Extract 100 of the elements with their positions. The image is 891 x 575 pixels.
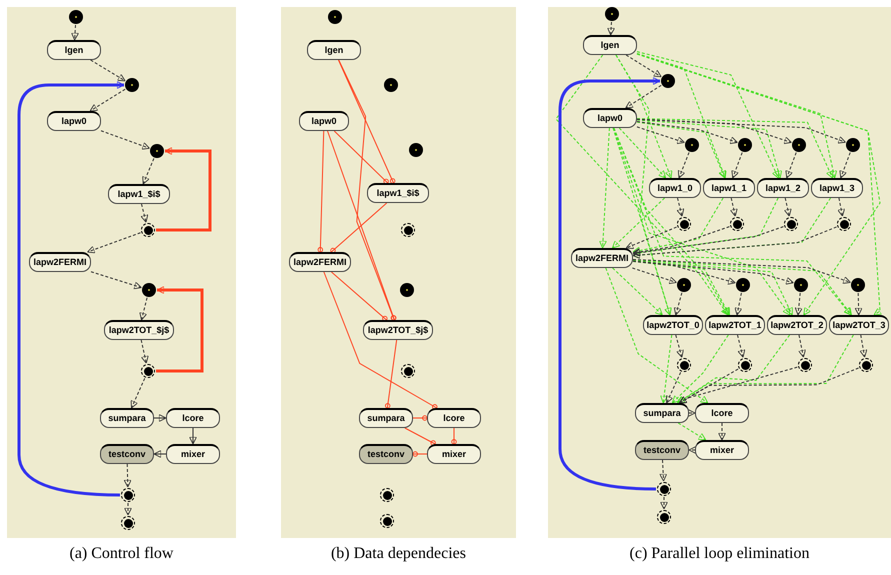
arrow — [87, 232, 141, 254]
arrow — [632, 198, 724, 254]
arrow — [71, 24, 79, 40]
arrow — [612, 198, 666, 248]
arrow — [90, 88, 126, 112]
arrow — [636, 118, 834, 178]
activity-box: lapw1_3 — [811, 178, 863, 198]
arrow — [636, 122, 726, 178]
arrow — [154, 414, 166, 422]
dependency-line — [327, 130, 396, 321]
arrow — [672, 334, 729, 404]
arrow — [156, 286, 204, 372]
arrow — [798, 334, 806, 358]
activity-box: lapw1_2 — [757, 178, 809, 198]
activity-box: lcore — [166, 408, 220, 428]
arrow — [636, 52, 726, 178]
activity-box: mixer — [166, 444, 220, 464]
arrow — [678, 367, 860, 404]
activity-box: lapw2FERMI — [29, 252, 91, 272]
arrow — [636, 51, 780, 178]
activity-box: lgen — [47, 40, 101, 60]
arrow — [618, 128, 666, 178]
arrow — [558, 77, 660, 490]
arrow — [632, 226, 784, 257]
arrow — [854, 292, 862, 316]
arrow — [18, 81, 124, 496]
arrow — [90, 271, 142, 290]
arrow — [632, 260, 794, 285]
dependency-line — [323, 272, 438, 410]
arrow — [632, 226, 730, 256]
arrow — [142, 158, 154, 184]
dependency-line — [451, 428, 457, 444]
arrow — [731, 152, 743, 178]
activity-box: testconv — [635, 440, 689, 460]
activity-box: lapw2TOT_$j$ — [363, 320, 433, 340]
arrow — [784, 198, 792, 217]
arrow — [659, 460, 668, 482]
arrow — [189, 428, 197, 444]
activity-box: lapw1_1 — [703, 178, 755, 198]
activity-box: lcore — [427, 408, 481, 428]
arrow — [154, 450, 166, 458]
arrow — [130, 378, 146, 408]
activity-box: lapw0 — [47, 111, 101, 131]
arrow — [612, 128, 790, 316]
dependency-line — [334, 130, 389, 184]
arrow — [636, 126, 685, 144]
arrow — [636, 53, 838, 178]
activity-box: sumpara — [635, 403, 689, 423]
arrow — [626, 226, 678, 249]
arrow — [678, 422, 706, 440]
arrow — [124, 502, 132, 516]
arrow — [676, 334, 790, 404]
arrow — [688, 446, 696, 454]
activity-box: lapw2TOT_0 — [643, 315, 703, 335]
activity-box: lapw0 — [299, 111, 349, 131]
arrow — [675, 334, 684, 358]
dependency-line — [330, 202, 388, 254]
arrow — [156, 147, 212, 232]
dependency-line — [338, 60, 396, 321]
activity-box: testconv — [100, 444, 154, 464]
activity-box: lapw2TOT_2 — [767, 315, 827, 335]
arrow — [785, 152, 797, 178]
arrow — [626, 54, 662, 78]
arrow — [678, 152, 690, 178]
arrow — [839, 152, 851, 178]
activity-box: lapw1_$i$ — [367, 183, 429, 203]
arrow — [599, 128, 610, 248]
dependency-line — [404, 428, 436, 446]
activity-box: lapw1_$i$ — [108, 184, 170, 204]
arrow — [676, 198, 684, 217]
arrow — [677, 334, 854, 404]
figure-caption: (a) Control flow — [68, 544, 174, 564]
arrow — [605, 268, 708, 404]
arrow — [636, 118, 846, 144]
arrow — [674, 292, 682, 316]
figure-caption: (b) Data dependecies — [330, 544, 468, 564]
arrow — [124, 464, 132, 488]
arrow — [632, 260, 793, 316]
arrow — [794, 292, 803, 316]
activity-box: lgen — [307, 40, 361, 60]
figure-caption: (c) Parallel loop elimination — [628, 544, 810, 564]
arrow — [636, 118, 792, 144]
arrow — [636, 119, 782, 178]
activity-box: sumpara — [359, 408, 413, 428]
arrow — [632, 258, 851, 284]
activity-box: mixer — [427, 444, 481, 464]
activity-box: lapw0 — [583, 108, 637, 128]
dependency-line — [384, 340, 398, 408]
arrow — [90, 60, 126, 82]
arrow — [632, 259, 852, 316]
arrow — [860, 334, 868, 358]
activity-box: lapw1_0 — [649, 178, 701, 198]
arrow — [837, 198, 845, 217]
activity-box: lapw2TOT_3 — [829, 315, 889, 335]
arrow — [140, 204, 148, 223]
arrow — [616, 54, 672, 316]
activity-box: lcore — [695, 403, 749, 423]
arrow — [737, 334, 746, 358]
activity-box: lapw2TOT_$j$ — [104, 320, 174, 340]
activity-box: lgen — [583, 35, 637, 55]
